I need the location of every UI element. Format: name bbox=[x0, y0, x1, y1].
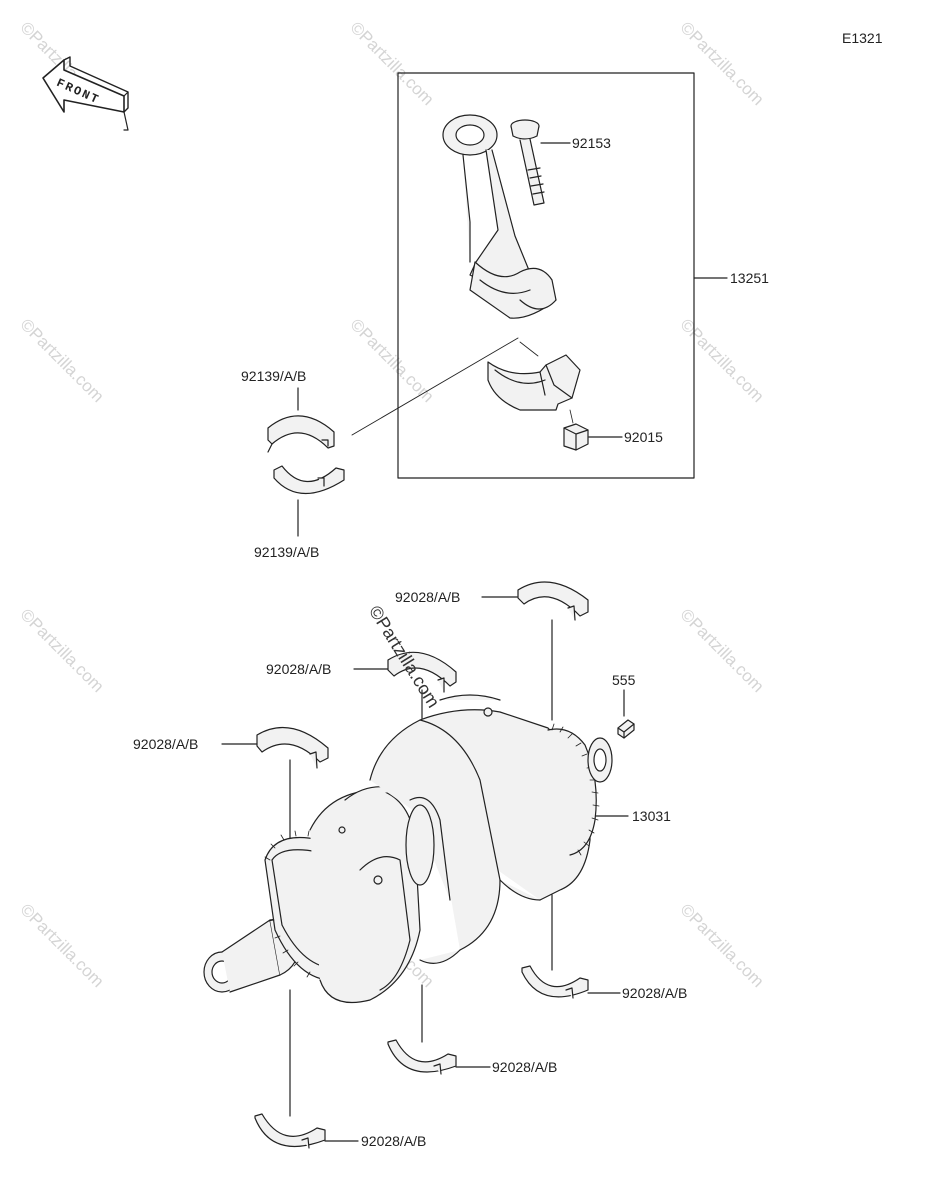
part-label-92028-a[interactable]: 92028/A/B bbox=[395, 589, 461, 605]
conrod-bearing-upper bbox=[267, 415, 335, 453]
connecting-rod bbox=[442, 114, 557, 319]
main-bearing-d bbox=[521, 965, 589, 999]
part-label-92028-f[interactable]: 92028/A/B bbox=[361, 1133, 427, 1149]
main-bearing-f bbox=[254, 1113, 326, 1149]
nut-92015 bbox=[563, 423, 589, 451]
bearing-guide-line bbox=[351, 337, 519, 436]
main-bearing-a bbox=[517, 581, 589, 621]
dowel-pin-555 bbox=[617, 719, 635, 739]
conrod-bearing-lower bbox=[273, 465, 345, 495]
diagram-code: E1321 bbox=[842, 30, 883, 46]
part-label-13031[interactable]: 13031 bbox=[632, 808, 671, 824]
cap-guide-line bbox=[519, 341, 539, 357]
main-bearing-c bbox=[256, 726, 329, 769]
rod-cap bbox=[487, 354, 581, 411]
part-label-92028-e[interactable]: 92028/A/B bbox=[492, 1059, 558, 1075]
part-label-92139-lower[interactable]: 92139/A/B bbox=[254, 544, 320, 560]
front-arrow-icon bbox=[42, 56, 129, 131]
bolt-92153 bbox=[510, 119, 545, 206]
part-label-92139-upper[interactable]: 92139/A/B bbox=[241, 368, 307, 384]
part-label-92015[interactable]: 92015 bbox=[624, 429, 663, 445]
crankshaft bbox=[203, 694, 613, 1004]
main-bearing-b bbox=[387, 651, 457, 693]
part-label-92028-c[interactable]: 92028/A/B bbox=[133, 736, 199, 752]
part-label-92028-d[interactable]: 92028/A/B bbox=[622, 985, 688, 1001]
part-label-13251[interactable]: 13251 bbox=[730, 270, 769, 286]
part-label-555[interactable]: 555 bbox=[612, 672, 636, 688]
part-label-92028-b[interactable]: 92028/A/B bbox=[266, 661, 332, 677]
main-bearing-e bbox=[387, 1039, 457, 1075]
conrod-assembly-box bbox=[397, 72, 695, 479]
part-label-92153[interactable]: 92153 bbox=[572, 135, 611, 151]
